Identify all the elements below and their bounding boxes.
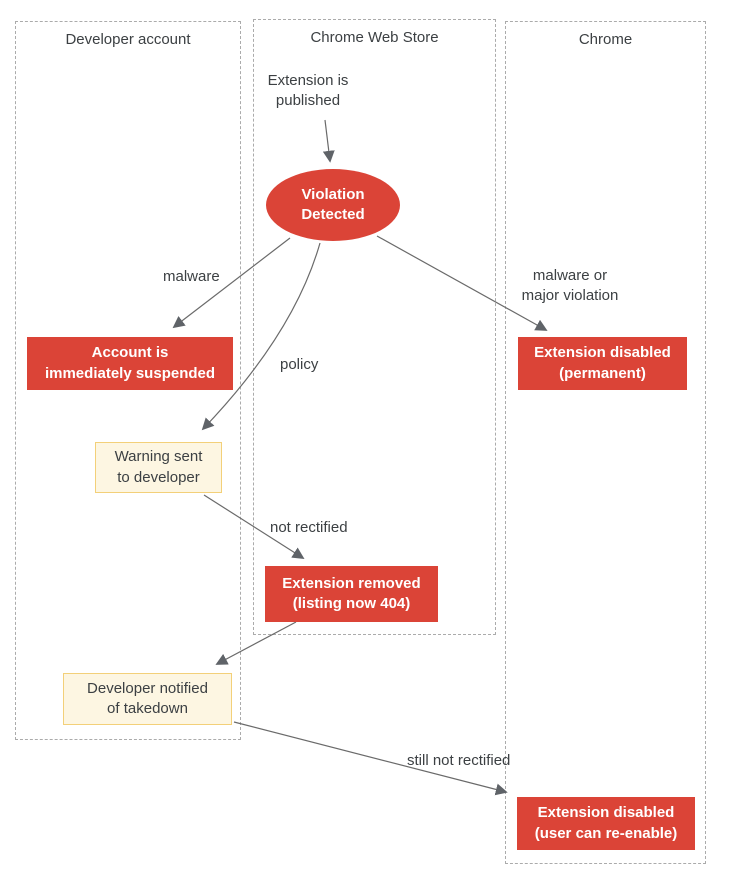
lane-developer-account-title: Developer account — [65, 31, 191, 48]
violation-detected-node: Violation Detected — [266, 169, 400, 241]
lane-chrome-web-store: Chrome Web Store — [253, 19, 496, 635]
developer-notified-node: Developer notified of takedown — [63, 673, 232, 725]
edge-label-still-not-rectified: still not rectified — [407, 752, 511, 769]
edge-label-malware-or-major-violation: malware or major violation — [521, 267, 619, 304]
extension-removed-node: Extension removed (listing now 404) — [265, 566, 438, 622]
edge-label-not-rectified: not rectified — [270, 519, 348, 536]
extension-published-label: Extension is published — [267, 72, 349, 109]
account-suspended-node: Account is immediately suspended — [27, 337, 233, 390]
warning-sent-node: Warning sent to developer — [95, 442, 222, 493]
lane-chrome-title: Chrome — [578, 31, 633, 48]
extension-disabled-reenable-node: Extension disabled (user can re-enable) — [517, 797, 695, 850]
edge-label-malware: malware — [163, 268, 220, 285]
lane-chrome: Chrome — [505, 21, 706, 864]
extension-disabled-permanent-node: Extension disabled (permanent) — [518, 337, 687, 390]
edge-label-policy: policy — [280, 356, 319, 373]
lane-chrome-web-store-title: Chrome Web Store — [310, 29, 439, 46]
